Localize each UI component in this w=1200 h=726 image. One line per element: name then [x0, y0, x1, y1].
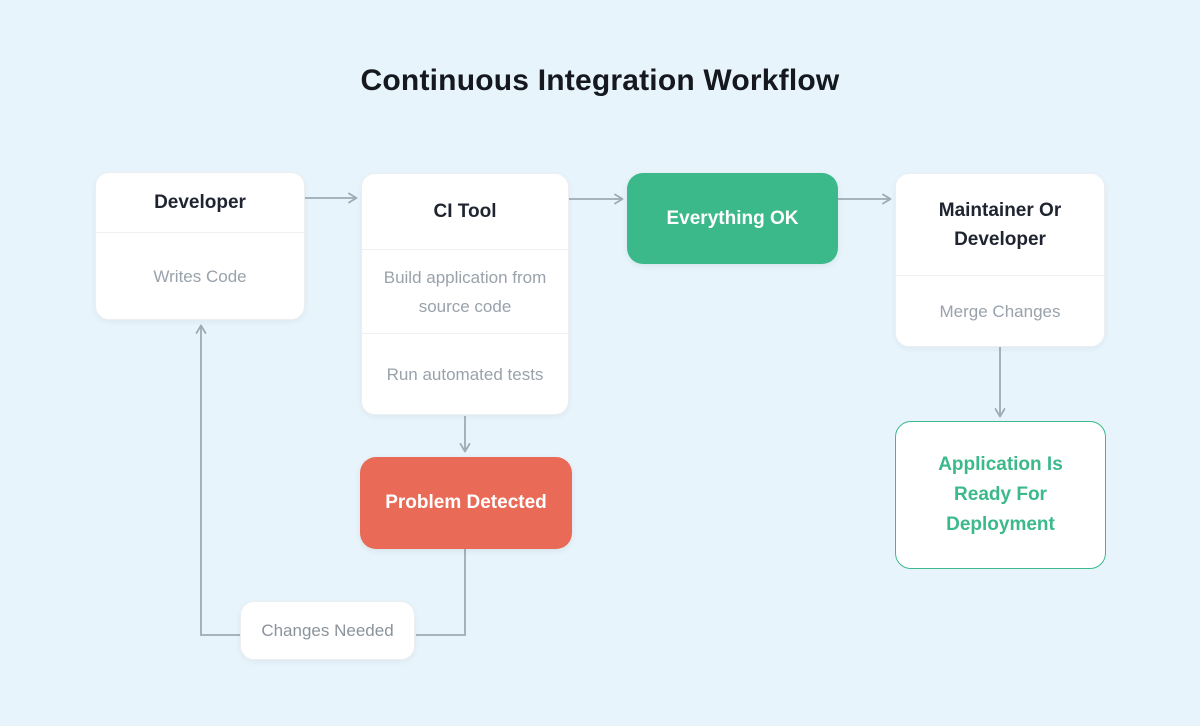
node-ci-tool-title: CI Tool: [433, 201, 497, 222]
node-problem-detected: Problem Detected: [360, 457, 572, 549]
node-ci-tool-title-section: CI Tool: [362, 174, 568, 249]
node-changes-needed: Changes Needed: [240, 601, 415, 660]
node-ci-tool: CI Tool Build application from source co…: [361, 173, 569, 415]
node-developer-divider: [96, 232, 304, 233]
node-app-ready-label: Application Is Ready For Deployment: [938, 454, 1063, 535]
node-ci-tool-step-2: Run automated tests: [386, 365, 544, 384]
node-ci-tool-step-1: Build application from source code: [383, 267, 547, 316]
node-ci-tool-divider-1: [362, 249, 568, 250]
node-maintainer-title-section: Maintainer Or Developer: [896, 174, 1104, 275]
node-developer-subtitle: Writes Code: [153, 267, 247, 286]
connector-changes-needed-to-developer: [195, 324, 240, 636]
node-everything-ok-label: Everything OK: [666, 207, 799, 229]
node-maintainer-divider: [896, 275, 1104, 276]
node-ci-tool-step-2-section: Run automated tests: [362, 334, 568, 415]
node-developer-title-section: Developer: [96, 173, 304, 232]
node-everything-ok: Everything OK: [627, 173, 838, 264]
node-maintainer-title: Maintainer Or Developer: [938, 199, 1062, 250]
node-ci-tool-step-1-section: Build application from source code: [362, 250, 568, 333]
node-changes-needed-label: Changes Needed: [261, 620, 394, 640]
node-maintainer-subtitle-section: Merge Changes: [896, 276, 1104, 347]
node-developer-subtitle-section: Writes Code: [96, 233, 304, 320]
node-developer: Developer Writes Code: [95, 172, 305, 320]
node-maintainer-subtitle: Merge Changes: [939, 302, 1061, 321]
node-maintainer: Maintainer Or Developer Merge Changes: [895, 173, 1105, 347]
node-problem-detected-label: Problem Detected: [385, 492, 547, 513]
connector-problem-to-changes-needed: [416, 549, 466, 636]
node-app-ready: Application Is Ready For Deployment: [895, 421, 1106, 569]
node-developer-title: Developer: [154, 192, 246, 213]
node-ci-tool-divider-2: [362, 333, 568, 334]
diagram-title: Continuous Integration Workflow: [360, 64, 840, 97]
